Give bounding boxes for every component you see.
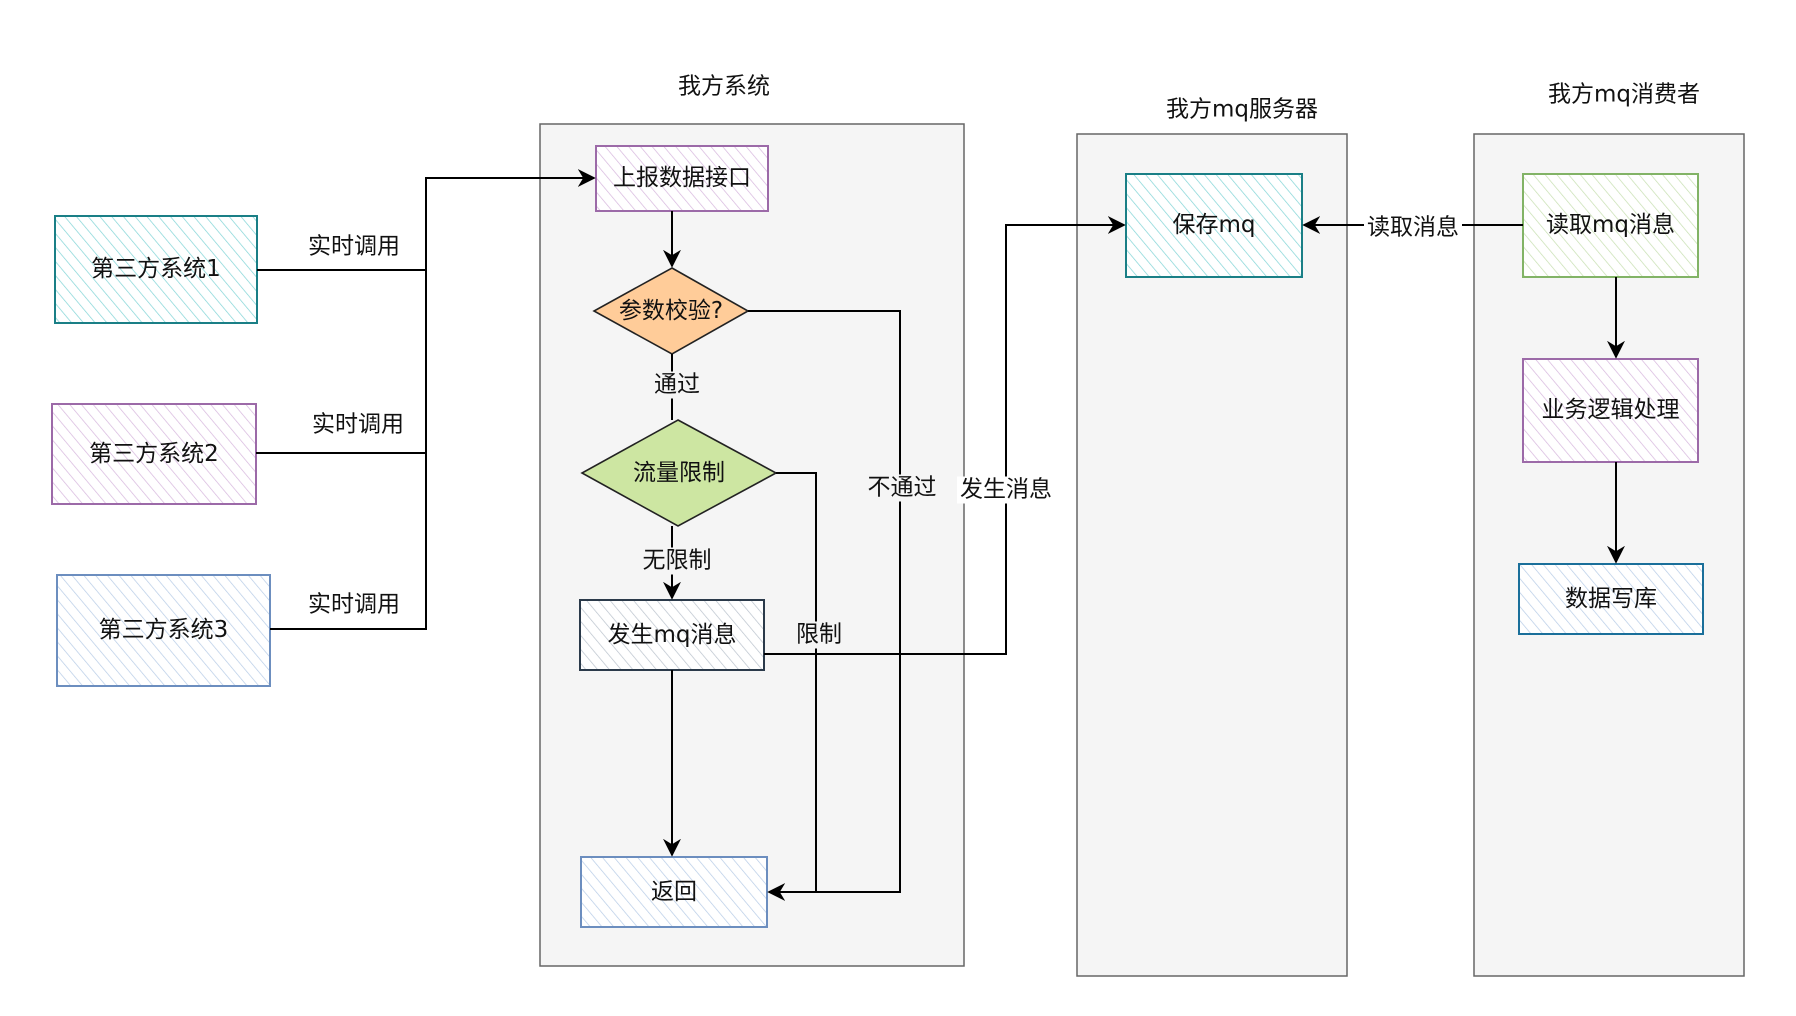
edge-label-send-message: 发生消息 <box>957 476 1055 504</box>
node-rate-limit[interactable]: 流量限制 <box>633 459 725 486</box>
node-save-mq[interactable]: 保存mq <box>1172 212 1256 238</box>
box-third-party-3 <box>56 574 271 687</box>
box-third-party-1 <box>54 215 258 324</box>
node-third-party-1[interactable]: 第三方系统1 <box>91 256 221 282</box>
lane-title-our-system: 我方系统 <box>678 73 770 100</box>
node-send-mq[interactable]: 发生mq消息 <box>607 621 737 648</box>
lane-our-system <box>539 123 965 967</box>
edge-label-limited: 限制 <box>793 621 845 649</box>
diamond-rate-limit <box>580 419 778 527</box>
box-third-party-2 <box>51 403 257 505</box>
node-read-mq[interactable]: 读取mq消息 <box>1545 212 1675 238</box>
box-return <box>580 856 768 928</box>
edge-label-call-2: 实时调用 <box>309 411 407 439</box>
node-third-party-2[interactable]: 第三方系统2 <box>89 440 219 467</box>
box-send-mq <box>579 599 765 671</box>
edge-label-read-message: 读取消息 <box>1364 214 1462 242</box>
edge-label-pass: 通过 <box>651 371 703 399</box>
node-third-party-3[interactable]: 第三方系统3 <box>98 617 229 643</box>
edge-label-fail: 不通过 <box>864 474 940 502</box>
edge-label-call-3: 实时调用 <box>305 591 403 619</box>
node-return[interactable]: 返回 <box>651 878 697 905</box>
edge-label-no-limit: 无限制 <box>639 547 715 575</box>
lane-title-mq-server: 我方mq服务器 <box>1165 96 1319 123</box>
edge-label-call-1: 实时调用 <box>305 233 403 261</box>
node-write-db[interactable]: 数据写库 <box>1565 585 1657 612</box>
edge-call-3 <box>270 453 427 630</box>
box-report-api <box>595 145 769 212</box>
edge-limited <box>776 472 817 892</box>
edge-send-message <box>764 216 1126 655</box>
lane-title-mq-consumer: 我方mq消费者 <box>1547 81 1701 108</box>
edge-call-1 <box>257 169 596 271</box>
node-business[interactable]: 业务逻辑处理 <box>1541 397 1680 423</box>
box-write-db <box>1518 563 1704 635</box>
box-business <box>1522 358 1699 463</box>
node-param-check[interactable]: 参数校验? <box>618 297 724 324</box>
node-report-api[interactable]: 上报数据接口 <box>613 165 751 191</box>
box-save-mq <box>1125 173 1303 278</box>
edge-fail <box>748 310 901 901</box>
